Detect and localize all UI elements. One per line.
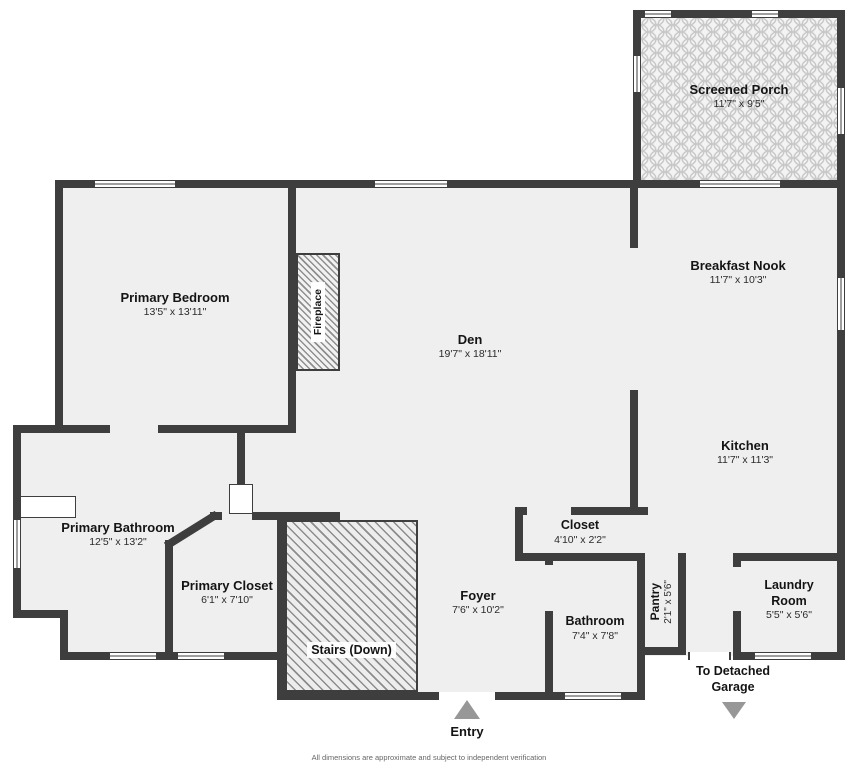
entry-label: Entry — [437, 724, 497, 740]
room-dims: 11'7" x 11'3" — [716, 454, 774, 467]
wall-porch-left — [633, 10, 641, 188]
room-label-primary-bedroom: Primary Bedroom 13'5" x 13'11" — [75, 290, 275, 319]
wall-nook-divider — [630, 180, 638, 248]
room-name: Foyer — [460, 588, 496, 603]
wall-stairs-top — [285, 512, 340, 520]
wall-bath-closet — [165, 540, 173, 660]
room-dims: 13'5" x 13'11" — [143, 306, 207, 319]
window-bath-left — [13, 520, 21, 568]
wall-bathroom-right — [637, 553, 645, 700]
window-porch-right — [837, 88, 845, 134]
window-porch-top-right — [752, 10, 778, 18]
floor-bathroom-step — [17, 429, 67, 614]
wall-bath-step — [60, 610, 68, 660]
opening-hall-closet-door — [527, 507, 571, 515]
window-nook-porch — [700, 180, 780, 188]
window-laundry-bottom — [755, 652, 811, 660]
room-label-laundry: Laundry Room 5'5" x 5'6" — [754, 578, 824, 622]
room-name: Primary Bathroom — [61, 520, 175, 535]
wall-closet-right — [277, 512, 285, 700]
window-bathroom-bottom — [565, 692, 621, 700]
room-label-closet: Closet 4'10" x 2'2" — [530, 518, 630, 547]
room-dims: 19'7" x 18'11" — [438, 348, 502, 361]
fireplace-label: Fireplace — [311, 281, 325, 343]
room-dims: 11'7" x 10'3" — [709, 274, 767, 287]
room-name: Screened Porch — [689, 82, 789, 97]
room-label-den: Den 19'7" x 18'11" — [380, 332, 560, 361]
room-dims: 12'5" x 13'2" — [89, 536, 147, 549]
wall-hall-closet-left — [515, 507, 523, 561]
window-porch-top-left — [645, 10, 671, 18]
garage-door-threshold — [688, 652, 731, 660]
room-name: Laundry Room — [764, 578, 814, 608]
room-label-bathroom: Bathroom 7'4" x 7'8" — [549, 614, 641, 643]
entry-door-threshold — [437, 692, 497, 700]
room-label-foyer: Foyer 7'6" x 10'2" — [428, 588, 528, 617]
wall-foyer-bath — [545, 553, 553, 700]
wall-hall-bath — [237, 433, 245, 520]
floor-pantry-corridor — [641, 557, 737, 656]
window-den-top — [375, 180, 447, 188]
wall-laundry-top — [733, 553, 845, 561]
wall-pantry-bottom — [637, 647, 686, 655]
wall-bath-bottom — [13, 610, 68, 618]
wall-kitchen-bottom — [515, 553, 645, 561]
room-dims: 7'4" x 7'8" — [572, 629, 618, 642]
window-nook-right — [837, 278, 845, 330]
wall-bedroom-right — [288, 188, 296, 425]
room-label-screened-porch: Screened Porch 11'7" x 9'5" — [649, 82, 829, 111]
entry-arrow-icon — [454, 700, 480, 719]
stairs-label: Stairs (Down) — [307, 642, 396, 658]
room-dims: 4'10" x 2'2" — [554, 533, 606, 546]
room-label-breakfast-nook: Breakfast Nook 11'7" x 10'3" — [648, 258, 828, 287]
room-name: Primary Bedroom — [120, 290, 230, 305]
room-name: Breakfast Nook — [690, 258, 786, 273]
room-label-kitchen: Kitchen 11'7" x 11'3" — [655, 438, 835, 467]
room-dims: 2'1" x 5'6" — [663, 580, 674, 624]
wall-pantry-right — [678, 553, 686, 655]
stairs-area: Stairs (Down) — [285, 520, 418, 692]
room-name: Closet — [560, 518, 600, 532]
room-dims: 6'1" x 7'10" — [201, 594, 253, 607]
room-name: Pantry — [648, 583, 662, 621]
wall-porch-top — [633, 10, 845, 18]
garage-arrow-icon — [722, 702, 746, 719]
wall-bottom-mid — [277, 692, 553, 700]
window-closet-bottom-2 — [178, 652, 224, 660]
window-porch-left — [633, 56, 641, 92]
window-bedroom-top — [95, 180, 175, 188]
fireplace: Fireplace — [296, 253, 340, 371]
room-dims: 5'5" x 5'6" — [766, 609, 812, 622]
room-dims: 7'6" x 10'2" — [452, 604, 504, 617]
opening-primary-closet-door — [222, 512, 252, 520]
entry-label-text: Entry — [450, 724, 484, 739]
window-closet-bottom-1 — [110, 652, 156, 660]
door-leaf-primary-bath — [229, 484, 253, 514]
disclaimer-text: All dimensions are approximate and subje… — [311, 753, 547, 762]
room-label-primary-bathroom: Primary Bathroom 12'5" x 13'2" — [28, 520, 208, 549]
opening-bathroom-door — [545, 565, 553, 611]
floor-screened-porch — [641, 18, 837, 184]
wall-left-upper — [55, 180, 63, 433]
opening-bedroom-door — [110, 425, 158, 433]
room-name: Bathroom — [565, 614, 625, 628]
floor-laundry — [737, 557, 841, 656]
room-dims: 11'7" x 9'5" — [713, 98, 765, 111]
room-name: Primary Closet — [181, 578, 273, 593]
room-label-primary-closet: Primary Closet 6'1" x 7'10" — [171, 578, 283, 607]
room-name: Den — [457, 332, 483, 347]
garage-note-text: To Detached Garage — [695, 664, 771, 694]
room-label-pantry: Pantry 2'1" x 5'6" — [643, 560, 679, 644]
wall-den-kitchen — [630, 390, 638, 515]
wall-hall-closet-top — [515, 507, 648, 515]
room-name: Kitchen — [721, 438, 769, 453]
opening-laundry-door — [733, 567, 741, 611]
wall-right — [837, 180, 845, 660]
wall-top — [55, 180, 845, 188]
floor-bathroom — [549, 557, 641, 696]
garage-note: To Detached Garage — [683, 664, 783, 695]
bathroom-vanity — [20, 496, 76, 518]
